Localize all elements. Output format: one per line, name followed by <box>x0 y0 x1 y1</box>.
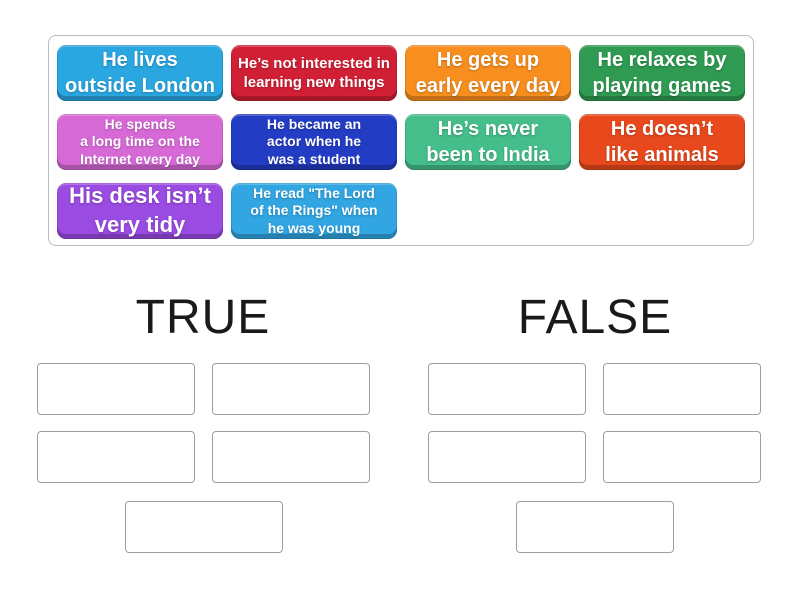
card-pool: He lives outside London He’s not interes… <box>48 35 754 246</box>
card-gets-up-early[interactable]: He gets up early every day <box>405 45 571 101</box>
false-slot-3[interactable] <box>428 431 586 483</box>
card-doesnt-like-animals[interactable]: He doesn’t like animals <box>579 114 745 170</box>
false-slot-1[interactable] <box>428 363 586 415</box>
card-he-lives-outside-london[interactable]: He lives outside London <box>57 45 223 101</box>
card-long-time-internet[interactable]: He spends a long time on the Internet ev… <box>57 114 223 170</box>
card-never-been-india[interactable]: He’s never been to India <box>405 114 571 170</box>
card-not-interested-learning[interactable]: He’s not interested in learning new thin… <box>231 45 397 101</box>
false-slot-5[interactable] <box>516 501 674 553</box>
false-slot-4[interactable] <box>603 431 761 483</box>
true-slot-2[interactable] <box>212 363 370 415</box>
card-relaxes-playing-games[interactable]: He relaxes by playing games <box>579 45 745 101</box>
true-slot-5[interactable] <box>125 501 283 553</box>
card-became-actor-student[interactable]: He became an actor when he was a student <box>231 114 397 170</box>
card-desk-isnt-tidy[interactable]: His desk isn’t very tidy <box>57 183 223 239</box>
card-read-lord-of-rings[interactable]: He read "The Lord of the Rings" when he … <box>231 183 397 239</box>
group-heading-true: TRUE <box>135 291 271 344</box>
true-slot-4[interactable] <box>212 431 370 483</box>
false-slot-2[interactable] <box>603 363 761 415</box>
true-slot-1[interactable] <box>37 363 195 415</box>
group-heading-false: FALSE <box>517 291 673 344</box>
true-slot-3[interactable] <box>37 431 195 483</box>
